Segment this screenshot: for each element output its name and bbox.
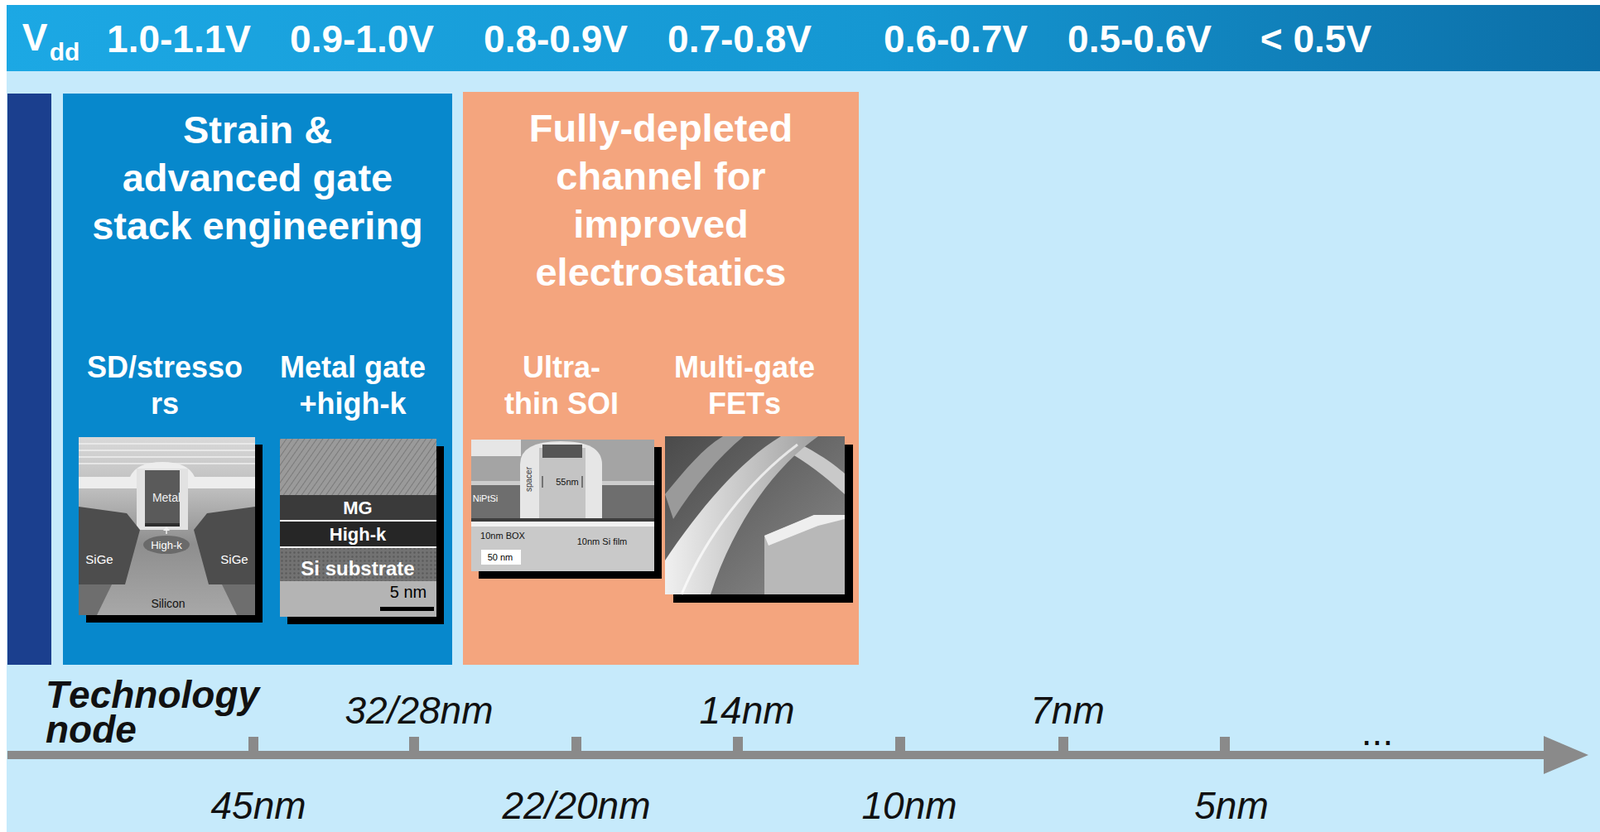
node-label: 32/28nm [344,689,493,733]
category-heading: Fully-depleted channel for improved elec… [524,104,798,297]
node-label: 45nm [210,784,306,829]
layer-label: Si substrate [300,557,415,581]
voltage-band: Vdd 1.0-1.1V 0.9-1.0V 0.8-0.9V 0.7-0.8V 0.6-0… [6,4,1600,72]
axis-symbol: V [22,16,49,58]
image-label: SiGe [85,552,113,567]
sem-micrograph [665,436,854,603]
image-label: High-k [150,539,183,552]
voltage-label: 1.0-1.1V [106,18,251,60]
voltage-label: 0.5-0.6V [1067,18,1212,60]
technique-panel: Multi-gate FETs [658,347,854,605]
dimension-label: 55nm [555,477,579,488]
image-label: 10nm Si film [577,536,628,548]
node-label: 10nm [861,784,957,829]
category-box: Fully-depleted channel for improved elec… [462,91,859,666]
layer-label: MG [342,497,372,519]
technique-heading: Metal gate +high-k [265,349,440,423]
voltage-label: 0.9-1.0V [289,18,434,60]
technique-heading: Multi-gate FETs [661,349,828,423]
scale-label: 5 nm [390,583,427,603]
node-label: 7nm [1030,689,1104,733]
image-label: Metal [152,491,181,505]
technique-heading: Ultra- thin SOI [497,349,626,423]
image-label: SiGe [220,552,248,567]
image-label: Silicon [150,597,185,611]
axis-symbol: dd [49,38,81,67]
voltage-label: 0.6-0.7V [883,18,1028,60]
tem-micrograph [78,437,264,624]
node-label: 14nm [698,689,795,733]
scale-label: 50 nm [487,552,514,564]
technique-heading: SD/stresso rs [77,349,252,423]
node-label: 5nm [1194,784,1268,829]
category-heading: Strain & advanced gate stack engineering [90,106,426,251]
voltage-label: 0.8-0.9V [483,18,628,60]
voltage-label: < 0.5V [1260,18,1372,60]
image-label: 10nm BOX [480,530,526,542]
node-label: 22/20nm [501,784,651,829]
image-label: NiPtSi [472,493,499,505]
continuation-mark: ... [1361,710,1393,755]
axis-title: Technology node [45,677,294,747]
technique-panel: SD/stresso rs [70,347,260,630]
layer-label: High-k [329,524,386,545]
image-label: spacer [524,467,535,492]
voltage-label: 0.7-0.8V [667,18,812,60]
